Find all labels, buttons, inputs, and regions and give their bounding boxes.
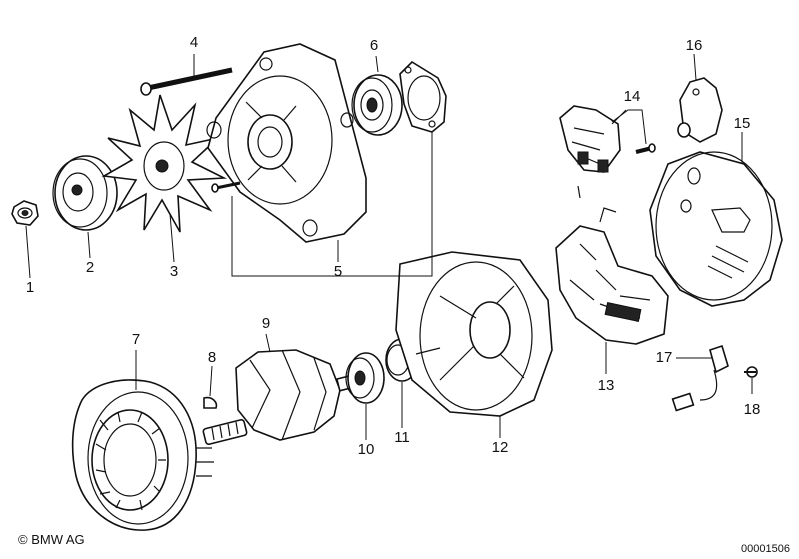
callout-17: 17	[656, 349, 673, 366]
part-10-slip-ring-bearing[interactable]	[345, 352, 385, 404]
part-18-screw[interactable]	[744, 366, 758, 378]
callout-numbers: 1 2 3 4 5 6 7 8 9 10 11 12 13 14 15 16 1…	[26, 34, 761, 458]
callout-12: 12	[492, 439, 509, 456]
part-15-rear-cap[interactable]	[649, 151, 783, 307]
image-code: 00001506	[741, 543, 790, 555]
callout-13: 13	[598, 377, 615, 394]
part-16-cover-bracket[interactable]	[677, 77, 723, 143]
part-9-rotor[interactable]	[202, 349, 365, 446]
callout-10: 10	[358, 441, 375, 458]
part-1-hex-nut[interactable]	[11, 200, 39, 226]
callout-5: 5	[334, 263, 342, 280]
copyright-notice: © BMW AG	[18, 532, 85, 547]
part-8-woodruff-key[interactable]	[203, 396, 218, 409]
part-13-regulator-brush-holder[interactable]	[555, 185, 669, 345]
part-2-pulley[interactable]	[52, 155, 118, 231]
callout-1: 1	[26, 279, 34, 296]
part-3-fan[interactable]	[101, 94, 228, 233]
callout-16: 16	[686, 37, 703, 54]
part-5-bracket-screw[interactable]	[211, 181, 241, 193]
callout-11: 11	[394, 429, 410, 446]
callout-18: 18	[744, 401, 761, 418]
callout-15: 15	[734, 115, 751, 132]
callout-6: 6	[370, 37, 378, 54]
part-14-screw[interactable]	[635, 143, 656, 154]
part-6-ball-bearing[interactable]	[351, 74, 403, 136]
callout-9: 9	[262, 315, 270, 332]
part-17-plug[interactable]	[671, 344, 729, 412]
part-4-through-bolt[interactable]	[140, 67, 233, 96]
part-6-cover-plate[interactable]	[399, 60, 447, 133]
part-7-stator[interactable]	[71, 379, 214, 531]
callout-3: 3	[170, 263, 178, 280]
callout-7: 7	[132, 331, 140, 348]
part-12-slip-ring-end-bracket[interactable]	[395, 251, 553, 417]
leader-lines	[25, 53, 753, 440]
callout-4: 4	[190, 34, 198, 51]
part-5-drive-end-bracket[interactable]	[206, 43, 367, 243]
part-14-regulator[interactable]	[559, 105, 621, 173]
callout-8: 8	[208, 349, 216, 366]
callout-14: 14	[624, 88, 641, 105]
callout-2: 2	[86, 259, 94, 276]
